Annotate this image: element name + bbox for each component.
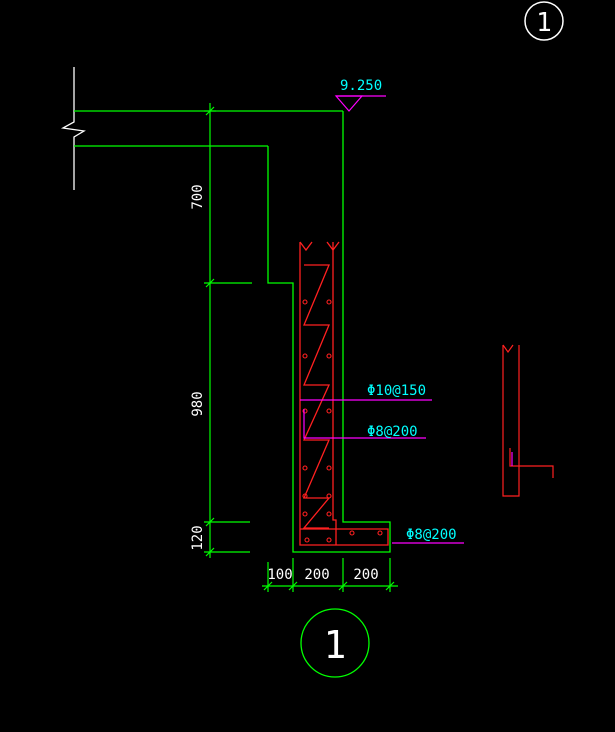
concrete-outline bbox=[74, 110, 391, 553]
rebar-label-distribution: Φ8@200 bbox=[367, 424, 418, 440]
section-marker-top: 1 bbox=[524, 1, 564, 41]
rebar-cage bbox=[299, 241, 389, 546]
dimension-horizontal bbox=[262, 558, 398, 592]
dim-label-120: 120 bbox=[190, 525, 206, 550]
small-detail bbox=[502, 344, 554, 497]
break-line bbox=[60, 67, 86, 190]
elevation-marker: 9.250 bbox=[334, 78, 386, 112]
elevation-label: 9.250 bbox=[340, 78, 382, 94]
dim-label-200-left: 200 bbox=[304, 567, 329, 583]
section-marker-top-label: 1 bbox=[536, 8, 552, 38]
dim-label-700: 700 bbox=[190, 184, 206, 209]
dim-label-200-right: 200 bbox=[353, 567, 378, 583]
dim-label-980: 980 bbox=[190, 391, 206, 416]
rebar-label-bottom: Φ8@200 bbox=[406, 527, 457, 543]
rebar-dots bbox=[302, 299, 383, 543]
section-marker-bottom: 1 bbox=[300, 608, 370, 678]
rebar-label-vertical: Φ10@150 bbox=[367, 383, 426, 399]
dimension-vertical bbox=[204, 103, 252, 558]
dim-label-100: 100 bbox=[267, 567, 292, 583]
rebar-leaders bbox=[300, 399, 464, 544]
section-marker-bottom-label: 1 bbox=[324, 623, 347, 667]
